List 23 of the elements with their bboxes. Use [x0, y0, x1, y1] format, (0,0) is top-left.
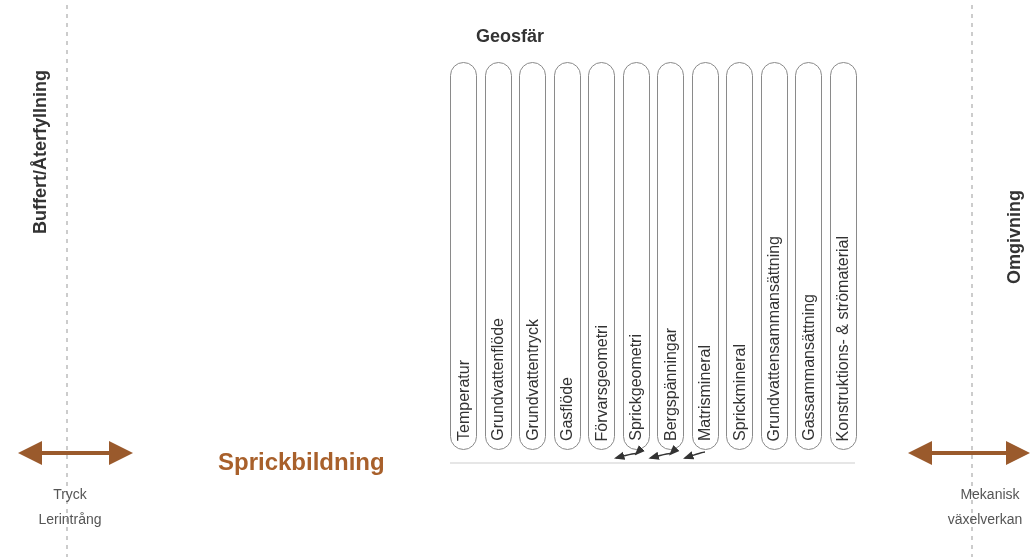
parameter-pill: Bergspänningar	[657, 62, 684, 450]
parameter-pill: Grundvattentryck	[519, 62, 546, 450]
note-label: Mekanisk	[959, 486, 1021, 502]
parameter-pill: Temperatur	[450, 62, 477, 450]
parameter-pill: Sprickgeometri	[622, 62, 650, 450]
title: Geosfär	[475, 26, 545, 47]
parameter-pill: Grundvattensammansättning	[760, 62, 788, 450]
curved-arrow	[683, 451, 706, 460]
curved-arrow	[648, 444, 679, 460]
parameter-pill: Konstruktions- & strömaterial	[829, 62, 857, 450]
note-label: växelverkan	[946, 511, 1024, 527]
process-label: Sprickbildning	[218, 448, 385, 476]
curved-arrow	[613, 444, 644, 460]
note-label: Lerintrång	[37, 511, 103, 527]
parameter-pill: Gassammansättning	[795, 62, 822, 450]
parameter-pill: Matrismineral	[691, 62, 719, 450]
side-heading: Buffert/Återfyllning	[30, 70, 51, 234]
parameter-pill: Förvarsgeometri	[588, 62, 615, 450]
parameter-pill: Grundvattenflöde	[484, 62, 512, 450]
parameter-pill: Gasflöde	[553, 62, 581, 450]
side-heading: Omgivning	[1004, 190, 1025, 284]
note-label: Tryck	[52, 486, 88, 502]
parameter-pill: Sprickmineral	[726, 62, 753, 450]
